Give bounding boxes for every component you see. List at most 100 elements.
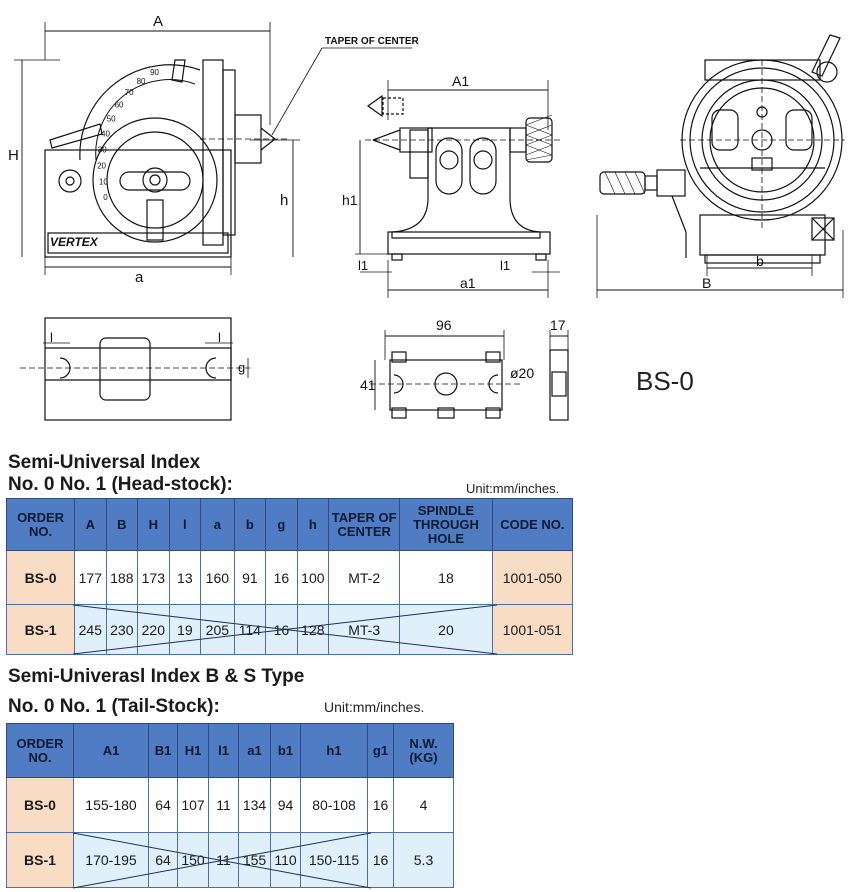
- head-title-line2: No. 0 No. 1 (Head-stock):: [8, 474, 233, 495]
- cell: 80-108: [300, 777, 368, 833]
- cell: 170-195: [73, 832, 149, 888]
- dim-b: b: [756, 253, 764, 269]
- headstock-front-view: [596, 34, 845, 298]
- cell: 230: [105, 604, 139, 655]
- col-header: A1: [73, 723, 149, 778]
- cell: 188: [105, 550, 139, 605]
- scale-number: 20: [97, 162, 106, 171]
- cell: 160: [200, 550, 235, 605]
- cell: 5.3: [393, 832, 454, 888]
- cell: 16: [367, 777, 394, 833]
- col-header: B1: [148, 723, 178, 778]
- cell: 64: [148, 777, 178, 833]
- dim-h: h: [280, 192, 288, 209]
- col-header: ORDER NO.: [5, 498, 76, 551]
- cell: 100: [296, 550, 330, 605]
- col-header: g: [265, 498, 298, 551]
- col-header: g1: [367, 723, 394, 778]
- cell: MT-2: [328, 550, 401, 605]
- cell: 134: [238, 777, 271, 833]
- cell-code: 1001-051: [491, 604, 574, 655]
- cell: 91: [233, 550, 267, 605]
- dim-h1: h1: [342, 192, 358, 208]
- scale-number: 0: [103, 193, 108, 202]
- col-header: h: [296, 498, 330, 551]
- dim-17: 17: [550, 317, 566, 333]
- col-header: h1: [300, 723, 368, 778]
- cell: 110: [270, 832, 301, 888]
- dim-l-left: l: [50, 330, 53, 345]
- scale-number: 10: [99, 178, 108, 187]
- scale-number: 90: [150, 68, 159, 77]
- cell-order: BS-1: [5, 604, 76, 655]
- table-row: BS-0 155-180 64 107 11 134 94 80-108 16 …: [6, 777, 454, 833]
- cell: 13: [168, 550, 202, 605]
- dim-B: B: [702, 275, 711, 291]
- cell-order: BS-0: [6, 777, 74, 833]
- dim-a1: a1: [460, 275, 476, 291]
- head-title-line1: Semi-Universal Index: [8, 452, 201, 473]
- cell: 150-115: [300, 832, 368, 888]
- dim-41: 41: [360, 377, 376, 393]
- table-row: BS-1 170-195 64 150 11 155 110 150-115 1…: [6, 832, 454, 888]
- cell: 16: [367, 832, 394, 888]
- cell: 114: [233, 604, 267, 655]
- col-header: H: [137, 498, 170, 551]
- cell: 107: [177, 777, 209, 833]
- tail-stock-spec-table: ORDER NO. A1 B1 H1 l1 a1 b1 h1 g1 N.W. (…: [6, 723, 454, 888]
- cell: 177: [74, 550, 107, 605]
- col-header: ORDER NO.: [6, 723, 74, 778]
- dim-l-right: l: [218, 330, 221, 345]
- scale-number: 40: [101, 130, 110, 139]
- dim-20: ø20: [510, 365, 534, 381]
- cell: 16: [265, 604, 298, 655]
- scale-number: 70: [125, 88, 134, 97]
- cell: 19: [168, 604, 202, 655]
- table-row: BS-0 177 188 173 13 160 91 16 100 MT-2 1…: [5, 550, 574, 605]
- tail-header-row: ORDER NO. A1 B1 H1 l1 a1 b1 h1 g1 N.W. (…: [6, 723, 454, 778]
- cell: 205: [200, 604, 235, 655]
- head-unit: Unit:mm/inches.: [466, 481, 560, 496]
- col-header: B: [105, 498, 139, 551]
- col-header: a1: [238, 723, 271, 778]
- col-header: l1: [208, 723, 239, 778]
- cell: 220: [137, 604, 170, 655]
- cell: 4: [393, 777, 454, 833]
- cell: 64: [148, 832, 178, 888]
- dim-A1: A1: [452, 73, 469, 89]
- tail-title-line2: No. 0 No. 1 (Tail-Stock):: [8, 696, 220, 717]
- scale-number: 80: [137, 77, 146, 86]
- cell: 16: [265, 550, 298, 605]
- dim-a: a: [135, 269, 144, 286]
- scale-number: 30: [98, 145, 107, 154]
- dim-l1-right: l1: [500, 258, 510, 273]
- dim-A: A: [153, 13, 163, 30]
- headstock-side-view: [14, 22, 412, 275]
- table-row: BS-1 245 230 220 19 205 114 16 128 MT-3 …: [5, 604, 574, 655]
- cell: 155: [238, 832, 271, 888]
- col-header: a: [200, 498, 235, 551]
- col-header: N.W. (KG): [393, 723, 454, 778]
- head-header-row: ORDER NO. A B H l a b g h TAPER OF CENTE…: [5, 498, 574, 551]
- cell: 173: [137, 550, 170, 605]
- cell: 11: [208, 777, 239, 833]
- base-top-view: [20, 317, 250, 421]
- cell: MT-3: [328, 604, 401, 655]
- cell: 11: [208, 832, 239, 888]
- cell: 20: [399, 604, 493, 655]
- head-stock-spec-table: ORDER NO. A B H l a b g h TAPER OF CENTE…: [5, 498, 574, 655]
- taper-label: TAPER OF CENTER: [325, 36, 419, 47]
- scale-number: 50: [107, 115, 116, 124]
- technical-drawings: A H a h TAPER OF CENTER VERTEX A1 h1 l1 …: [8, 13, 845, 421]
- cell: 128: [296, 604, 330, 655]
- cell: 94: [270, 777, 301, 833]
- cell: 155-180: [73, 777, 149, 833]
- col-header: CODE NO.: [491, 498, 574, 551]
- col-header: TAPER OF CENTER: [328, 498, 401, 551]
- dim-l1-left: l1: [358, 258, 368, 273]
- col-header: b1: [270, 723, 301, 778]
- model-label: BS-0: [636, 366, 694, 396]
- dim-96: 96: [436, 317, 452, 333]
- col-header: SPINDLE THROUGH HOLE: [399, 498, 493, 551]
